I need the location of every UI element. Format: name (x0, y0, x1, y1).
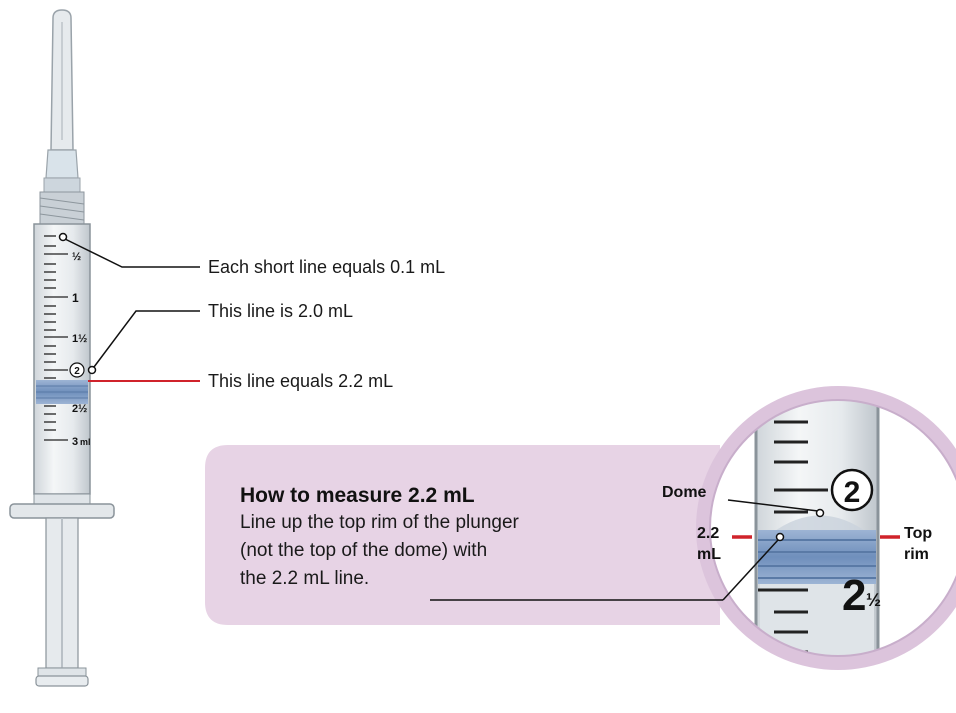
tick-label-three: 3 (72, 436, 78, 448)
zoom-left-label-1: 2.2 (697, 525, 720, 542)
callout-line-short (64, 238, 200, 268)
tick-label-two: 2 (74, 366, 80, 377)
zoom-dome-label: Dome (662, 484, 707, 501)
instruction-line-3: the 2.2 mL line. (240, 568, 370, 589)
instruction-box-background (205, 445, 720, 625)
tick-label-unit: ml (80, 437, 91, 447)
callout-line-two (93, 310, 200, 368)
top-rim-pointer-dot (775, 532, 785, 542)
zoom-circled-number: 2 (844, 476, 861, 509)
instruction-line-2: (not the top of the dome) with (240, 540, 488, 561)
tick-label-half: ½ (72, 251, 81, 263)
zoom-big-fraction: ½ (866, 590, 881, 610)
callout-two-ml: This line is 2.0 mL (208, 301, 354, 321)
syringe: ½ 1 1½ 2 2½ 3 ml (9, 9, 115, 687)
instruction-line-1: Line up the top rim of the plunger (240, 512, 519, 533)
zoom-big-number: 2 (842, 571, 866, 620)
tick-label-one-half: 1½ (72, 333, 87, 345)
instruction-title: How to measure 2.2 mL (240, 484, 475, 507)
callout-short-line: Each short line equals 0.1 mL (208, 257, 446, 277)
tick-label-two-half: 2½ (72, 403, 87, 415)
zoom-right-label-2: rim (904, 546, 929, 563)
callout-two-point-two: This line equals 2.2 mL (208, 371, 394, 391)
tick-label-one: 1 (72, 291, 79, 305)
zoom-left-label-2: mL (697, 546, 721, 563)
zoom-right-label-1: Top (904, 525, 933, 542)
tick-label-two-ring (69, 362, 85, 378)
graduation-ticks (44, 235, 68, 441)
zoom-circled-number-ring (830, 468, 874, 512)
